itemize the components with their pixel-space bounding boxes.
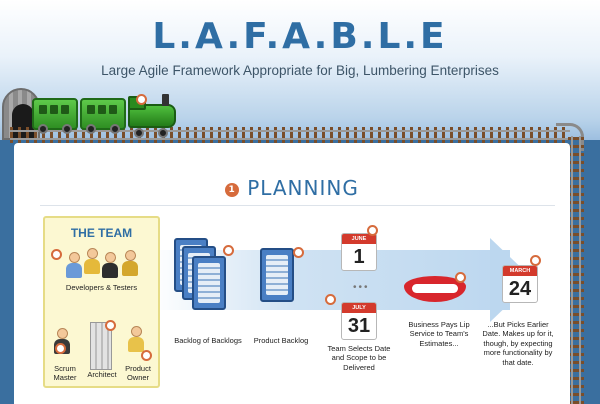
product-backlog-label: Product Backlog	[253, 336, 309, 345]
train-car	[32, 98, 78, 134]
train-car	[80, 98, 126, 134]
backlog-of-backlogs-hotspot[interactable]	[223, 245, 234, 256]
train-engine-icon	[128, 94, 176, 138]
railroad-track-vertical	[568, 136, 584, 404]
backlog-of-backlogs-label: Backlog of Backlogs	[174, 336, 242, 345]
product-backlog-hotspot[interactable]	[293, 247, 304, 258]
picks-earlier-label: ...But Picks Earlier Date. Makes up for …	[482, 320, 554, 367]
ellipsis: •••	[353, 282, 370, 293]
business-pays-label: Business Pays Lip Service to Team's Esti…	[408, 320, 470, 348]
team-hotspot[interactable]	[51, 249, 62, 260]
section-title: PLANNING	[247, 176, 359, 200]
architect-hotspot[interactable]	[105, 320, 116, 331]
team-title: THE TEAM	[70, 226, 133, 240]
product-owner-label: Product Owner	[125, 364, 151, 383]
railroad-track	[10, 127, 570, 143]
scrum-master-hotspot[interactable]	[55, 343, 66, 354]
developer-figure	[66, 252, 82, 278]
developer-figure	[122, 250, 138, 276]
calendar-march-hotspot[interactable]	[530, 255, 541, 266]
section-heading: 1 PLANNING	[0, 176, 584, 200]
section-divider	[40, 205, 555, 206]
calendar-july-hotspot[interactable]	[325, 294, 336, 305]
architect-figure	[90, 322, 112, 370]
developer-figure	[102, 252, 118, 278]
product-backlog-icon	[260, 248, 294, 302]
page-title: L.A.F.A.B.L.E	[152, 16, 448, 57]
product-owner-figure	[128, 326, 144, 352]
train-hotspot[interactable]	[136, 94, 147, 105]
calendar-june-hotspot[interactable]	[367, 225, 378, 236]
team-selects-label: Team Selects Date and Scope to be Delive…	[327, 344, 391, 372]
architect-label: Architect	[87, 370, 117, 379]
lips-hotspot[interactable]	[455, 272, 466, 283]
developers-label: Developers & Testers	[65, 283, 138, 292]
section-number-badge: 1	[225, 183, 240, 197]
page-subtitle: Large Agile Framework Appropriate for Bi…	[101, 63, 499, 78]
scrum-master-label: Scrum Master	[53, 364, 77, 383]
developer-figure	[84, 248, 100, 274]
product-owner-hotspot[interactable]	[141, 350, 152, 361]
backlog-stack-icon	[192, 256, 226, 310]
